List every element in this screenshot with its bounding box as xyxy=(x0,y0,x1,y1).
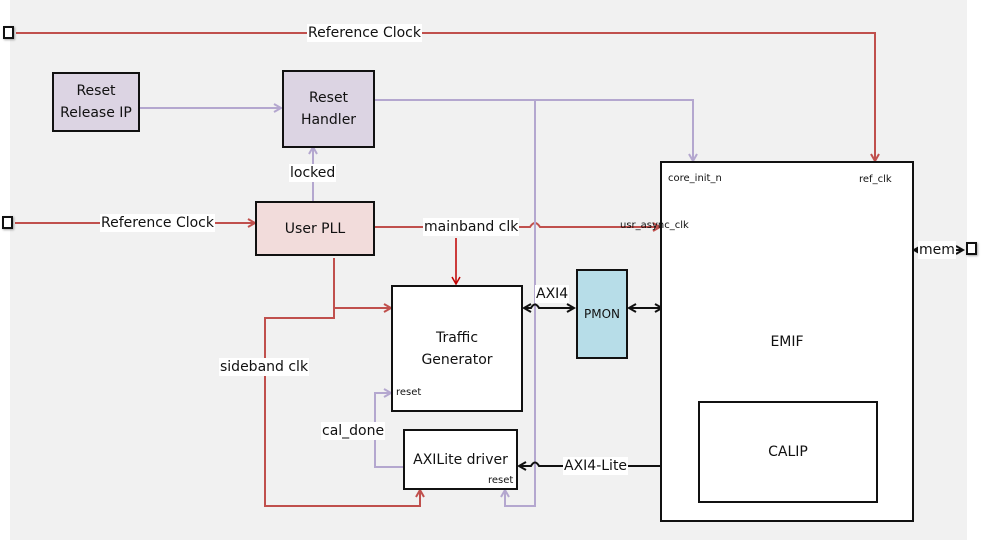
emif-core-init-n-port: core_init_n xyxy=(668,173,722,184)
wire-reference-clock-top xyxy=(16,32,875,161)
wire-reset-bus xyxy=(505,100,536,507)
pmon-block: PMON xyxy=(576,269,628,359)
cal-done-label: cal_done xyxy=(321,422,386,440)
reset-release-ip-label-line2: Release IP xyxy=(60,105,132,121)
sideband-clk-label: sideband clk xyxy=(219,358,310,376)
reference-clock-top-label: Reference Clock xyxy=(307,24,422,42)
emif-label: EMIF xyxy=(770,334,804,350)
pin-reference-clock-pll xyxy=(2,216,13,229)
traffic-generator-label-line2: Generator xyxy=(421,351,493,368)
wire-reset-handler-core-init xyxy=(374,99,693,161)
emif-usr-async-clk-port: usr_async_clk xyxy=(620,220,689,231)
traffic-generator-block: Traffic Generator xyxy=(391,285,523,412)
calip-block: CALIP xyxy=(698,401,878,503)
traffic-generator-label-line1: Traffic xyxy=(435,329,479,346)
wire-pll-to-tg xyxy=(333,258,391,308)
pin-mem xyxy=(966,242,977,255)
locked-label: locked xyxy=(289,164,337,182)
axi4-lite-label: AXI4-Lite xyxy=(563,457,629,475)
wire-axi4-lite xyxy=(519,463,698,467)
wire-sideband-clk xyxy=(264,308,420,507)
mem-label: mem xyxy=(918,241,956,259)
reset-handler-label-line2: Handler xyxy=(300,112,357,128)
axilite-driver-label: AXILite driver xyxy=(413,451,508,468)
axilite-driver-block: AXILite driver xyxy=(403,429,518,490)
axilite-driver-reset-port: reset xyxy=(488,475,514,486)
pmon-label: PMON xyxy=(583,307,620,321)
user-pll-label: User PLL xyxy=(284,220,346,237)
reset-handler-block: Reset Handler xyxy=(282,70,375,148)
reset-handler-label-line1: Reset xyxy=(308,90,349,106)
traffic-generator-reset-port: reset xyxy=(396,387,422,398)
reset-release-ip-label-line1: Reset xyxy=(76,83,116,99)
reset-release-ip-block: Reset Release IP xyxy=(52,72,140,132)
wire-axi4 xyxy=(524,305,574,309)
pin-reference-clock-top xyxy=(3,26,14,39)
mainband-clk-label: mainband clk xyxy=(423,218,520,236)
reference-clock-pll-label: Reference Clock xyxy=(100,214,215,232)
emif-ref-clk-port: ref_clk xyxy=(859,174,892,185)
calip-label: CALIP xyxy=(768,444,808,460)
user-pll-block: User PLL xyxy=(255,201,375,256)
axi4-label: AXI4 xyxy=(535,285,570,303)
